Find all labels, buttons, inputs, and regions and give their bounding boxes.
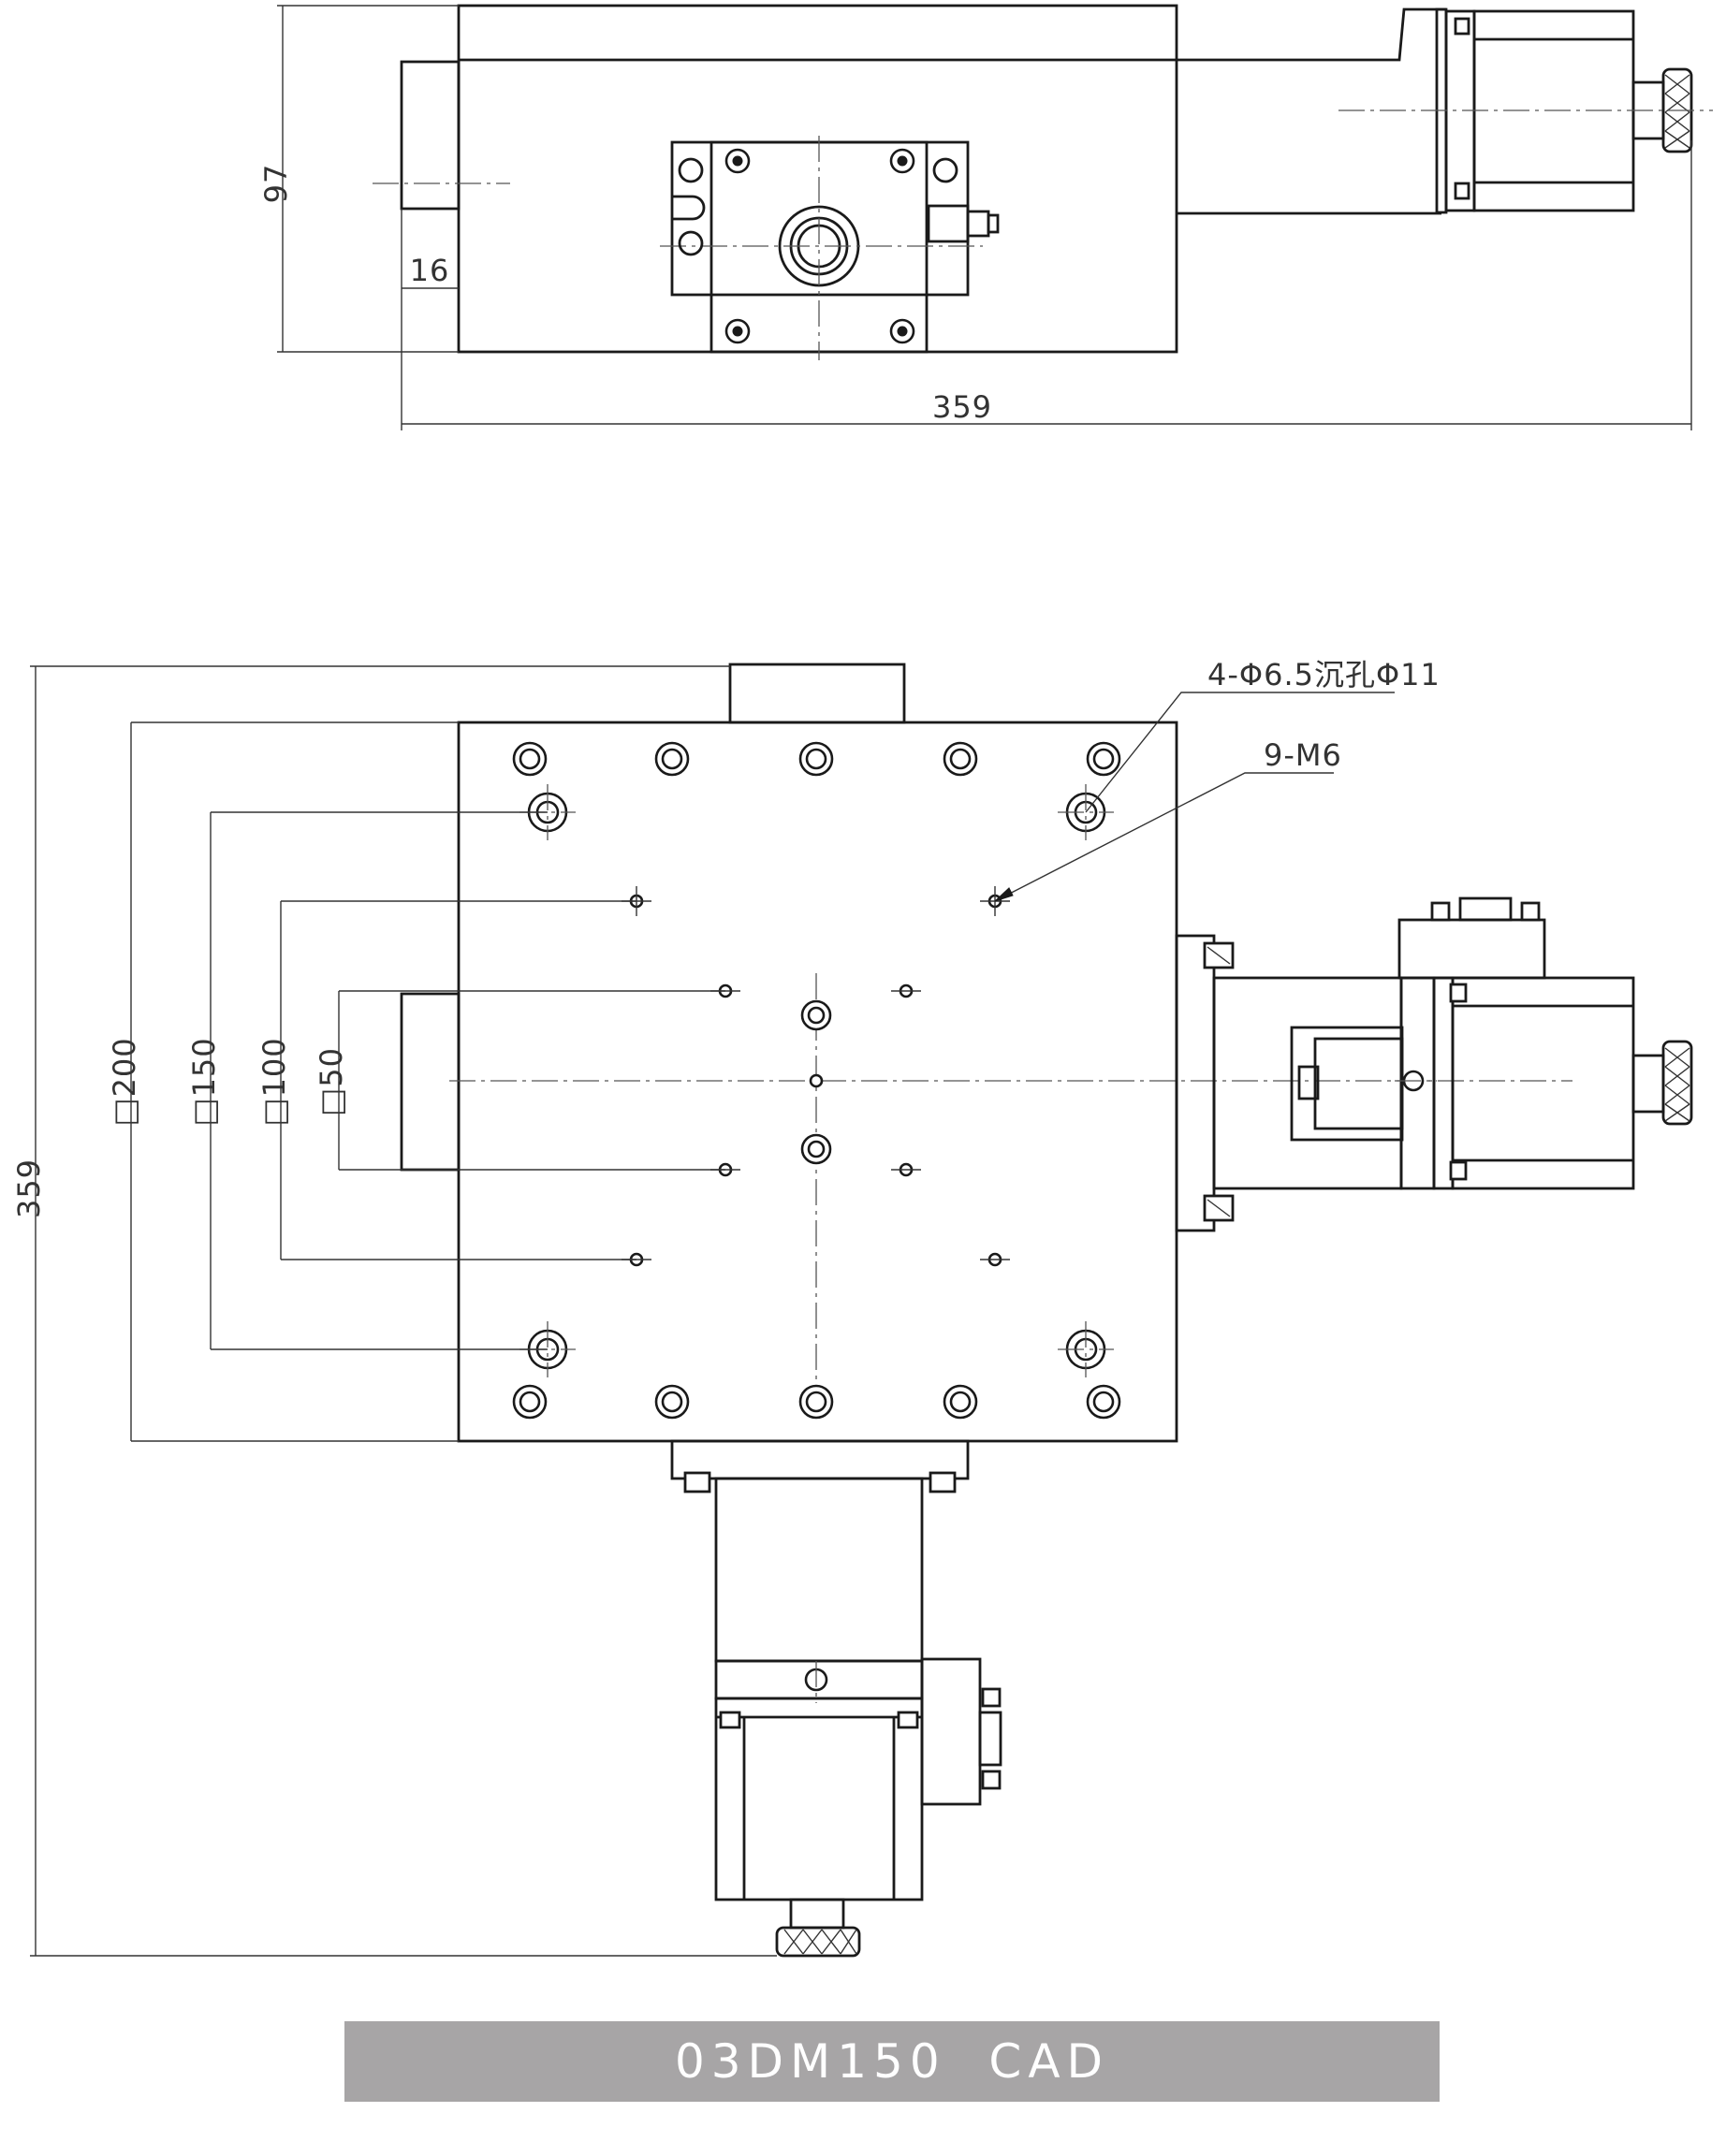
callout-counterbore: 4-Φ6.5沉孔Φ11 bbox=[1207, 657, 1441, 692]
dim-square-100: □100 bbox=[256, 1037, 292, 1126]
end-block-side bbox=[400, 60, 461, 211]
square-dimensions: □200 □150 □100 □50 359 bbox=[11, 665, 777, 1957]
side-view: 97 16 359 bbox=[258, 4, 1713, 430]
stage-body-side bbox=[457, 4, 1178, 354]
dim-square-200: □200 bbox=[107, 1037, 142, 1126]
top-view: □200 □150 □100 □50 359 4-Φ6.5沉孔Φ11 9-M6 bbox=[11, 657, 1693, 1958]
callout-m6: 9-M6 bbox=[1264, 737, 1342, 773]
offset-dim-label: 16 bbox=[410, 253, 450, 288]
x-motor-assembly bbox=[1175, 896, 1693, 1232]
height-dim-label: 97 bbox=[258, 164, 294, 204]
drawing-title: 03DM150 CAD bbox=[674, 2034, 1110, 2089]
dim-overall-359: 359 bbox=[11, 1158, 47, 1218]
y-knob bbox=[775, 1926, 861, 1958]
y-motor-assembly bbox=[670, 1439, 1002, 1958]
x-knob bbox=[1661, 1040, 1693, 1126]
dim-square-50: □50 bbox=[314, 1047, 349, 1116]
title-banner: 03DM150 CAD bbox=[344, 2021, 1440, 2102]
dim-square-150: □150 bbox=[186, 1037, 222, 1126]
y-motor bbox=[714, 1697, 924, 1901]
callouts: 4-Φ6.5沉孔Φ11 9-M6 bbox=[994, 657, 1441, 902]
x-motor bbox=[1451, 976, 1635, 1190]
length-dim-label: 359 bbox=[932, 389, 992, 425]
